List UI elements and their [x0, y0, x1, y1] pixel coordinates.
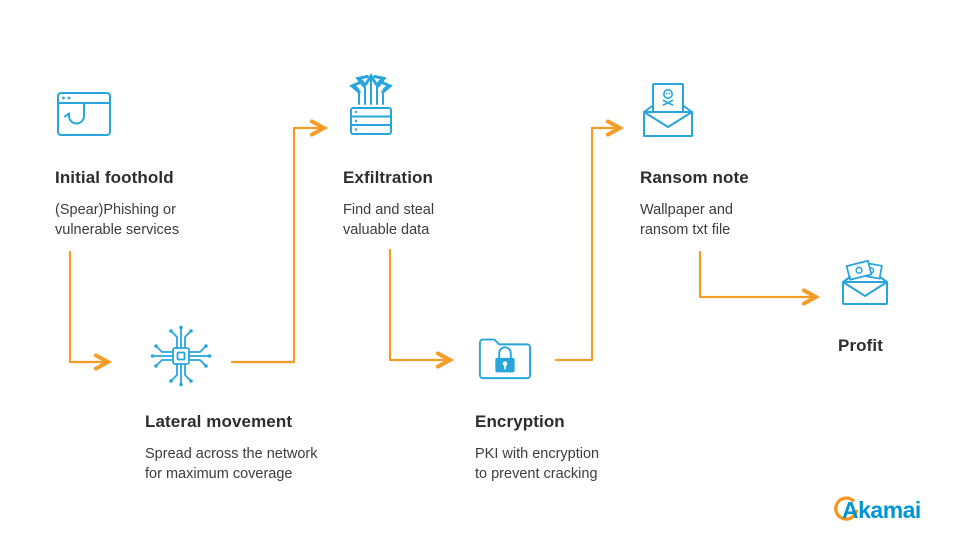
arrow-ransom-to-profit: [698, 250, 821, 306]
akamai-wordmark: Akamai: [842, 496, 921, 523]
step-description: PKI with encryption to prevent cracking: [475, 445, 600, 482]
browser-hook-icon: [55, 85, 255, 143]
folder-lock-icon: [475, 328, 665, 382]
step-title: Lateral movement: [145, 412, 293, 431]
step-title: Exfiltration: [343, 168, 433, 187]
step-profit: Profit: [838, 256, 958, 368]
step-exfiltration: Exfiltration Find and steal valuable dat…: [343, 66, 523, 240]
step-description: Wallpaper and ransom txt file: [640, 201, 733, 238]
step-title: Encryption: [475, 412, 565, 431]
step-initial-foothold: Initial foothold (Spear)Phishing or vuln…: [55, 85, 255, 240]
step-description: (Spear)Phishing or vulnerable services: [55, 201, 180, 238]
step-title: Profit: [838, 336, 883, 355]
step-description: Find and steal valuable data: [343, 201, 435, 238]
step-title: Initial foothold: [55, 168, 174, 187]
skull-letter-envelope-icon: [640, 80, 830, 140]
step-encryption: Encryption PKI with encryption to preven…: [475, 328, 665, 484]
chip-network-icon: [145, 320, 365, 392]
akamai-swoosh-icon: [834, 496, 859, 521]
server-exfiltration-icon: [343, 66, 523, 140]
step-description: Spread across the network for maximum co…: [145, 445, 318, 482]
arrow-exfiltration-to-encryption: [388, 248, 455, 369]
arrow-encryption-to-ransom: [554, 119, 625, 362]
money-envelope-icon: [838, 256, 958, 310]
step-ransom-note: Ransom note Wallpaper and ransom txt fil…: [640, 80, 830, 240]
step-title: Ransom note: [640, 168, 749, 187]
step-lateral-movement: Lateral movement Spread across the netwo…: [145, 320, 365, 484]
arrow-foothold-to-lateral: [68, 250, 113, 371]
akamai-logo: Akamai: [831, 496, 921, 524]
